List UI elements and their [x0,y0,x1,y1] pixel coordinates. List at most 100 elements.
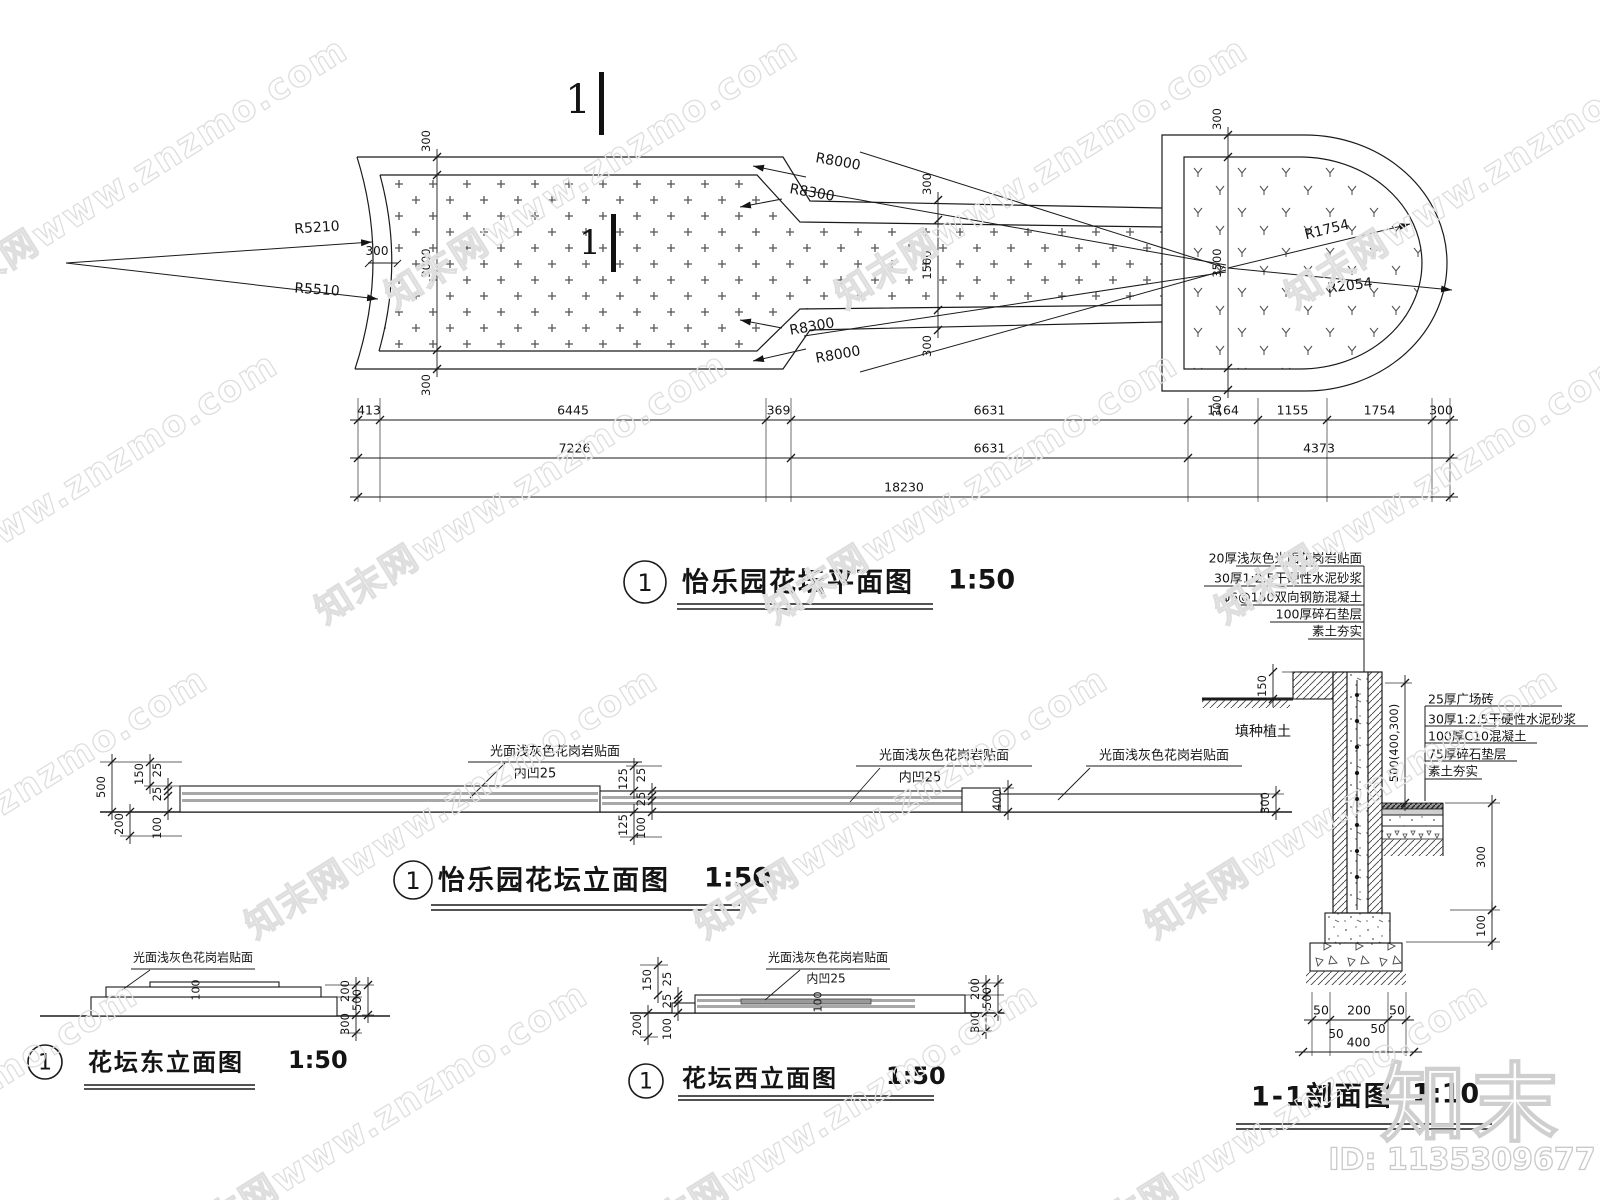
plan-note-rules [1204,565,1365,674]
dimension-lines [107,127,1497,1057]
dim-label: 300 [1258,792,1272,814]
dim-label: 200 [112,813,126,835]
dim-label: 400 [990,789,1004,811]
dim-label: 6631 [973,402,1006,418]
elev-finish-label-2: 光面浅灰色花岗岩贴面 [878,748,1010,764]
dim-label: 200 [630,1014,644,1036]
long-elevation [100,761,1292,838]
dim-label: 25 [634,767,648,783]
elev-recess-label-1: 内凹25 [513,766,557,782]
radius-label-r5510: R5510 [293,280,341,300]
dim-label: 50 [1389,1002,1405,1018]
dim-label: 3000 [419,247,433,278]
section-cut-line-top [599,72,604,135]
dim-label: 300 [419,130,433,152]
dim-label: 300 [1210,108,1224,130]
section-scale: 1:10 [1412,1078,1480,1110]
section-view [1202,671,1588,1056]
note-gravel-bed: 100厚碎石垫层 [1275,606,1362,622]
plan-callout-number: 1 [637,569,653,597]
west-scale: 1:50 [886,1062,946,1090]
dim-label: 300 [920,335,934,357]
section-soil-label: 填种植土 [1235,724,1291,740]
dim-label: 7226 [558,440,591,456]
dim-label-gap300: 300 [365,244,389,258]
dim-label: 25 [660,993,674,1009]
west-dim-100: 100 [811,991,825,1013]
radius-label-r8000-top: R8000 [814,150,862,174]
elev-scale: 1:50 [704,862,772,894]
radius-leaders [65,151,1453,373]
dim-label: 300 [1474,845,1488,868]
extension-lines [357,398,1451,502]
plan-scale: 1:50 [948,564,1016,596]
dim-label: 1164 [1207,402,1239,418]
dim-label: 1500 [920,250,934,280]
section-cut-line-mid [611,214,616,272]
dim-label: 150 [640,969,654,991]
radius-label-r8300-top: R8300 [788,181,836,205]
section-note-c10-concrete: 100厚C10混凝土 [1428,728,1527,744]
dim-label: 4373 [1303,440,1335,456]
dim-label: 500(400,300) [1387,703,1401,783]
section-footing-dim-50b: 50 [1370,1022,1386,1036]
dim-label: 1754 [1363,402,1396,418]
east-elevation [40,968,390,1034]
note-granite-facing: 20厚浅灰色光面花岗岩贴面 [1208,550,1362,566]
east-scale: 1:50 [288,1046,348,1074]
dim-label: 200 [1347,1002,1371,1018]
note-mortar: 30厚1:2.5干硬性水泥砂浆 [1214,570,1362,586]
dim-label: 3500 [1210,247,1224,278]
east-title: 花坛东立面图 [88,1048,244,1077]
west-title: 花坛西立面图 [682,1064,838,1093]
west-callout-number: 1 [639,1069,653,1095]
east-finish-label: 光面浅灰色花岗岩贴面 [132,950,254,965]
dim-label: 150 [132,763,146,785]
title-marks [27,560,1492,1130]
east-dim-100: 100 [189,979,203,1001]
dim-label: 300 [338,1013,352,1035]
section-note-mortar: 30厚1:2.5干硬性水泥砂浆 [1428,711,1576,727]
section-mark-number-mid: 1 [579,223,601,263]
section-note-compacted-soil: 素土夯实 [1428,763,1479,779]
radius-label-r1754: R1754 [1303,216,1351,244]
dim-label: 100 [634,817,648,839]
dim-label: 300 [920,173,934,195]
dim-label: 400 [1346,1034,1371,1050]
dim-label: 50 [1313,1002,1329,1018]
dim-label: 6445 [557,402,589,418]
note-compacted-soil: 素土夯实 [1311,623,1362,639]
section-note-gravel-bed: 75厚碎石垫层 [1428,746,1507,762]
west-recess-label: 内凹25 [806,971,846,986]
dim-label: 100 [150,817,164,839]
dim-label: 300 [968,1011,982,1033]
radius-label-r5210: R5210 [293,218,341,238]
elev-finish-label-3: 光面浅灰色花岗岩贴面 [1098,748,1230,764]
west-elevation [630,964,1005,1038]
elev-recess-label-2: 内凹25 [898,770,942,786]
dim-label: 500 [94,776,108,798]
dim-label: 500 [350,989,364,1011]
section-title: 1-1剖面图 [1251,1081,1393,1113]
dim-label: 369 [766,402,791,418]
dim-label: 413 [357,402,381,418]
elev-finish-label-1: 光面浅灰色花岗岩贴面 [489,744,621,760]
elev-title: 怡乐园花坛立面图 [438,865,670,897]
section-note-plaza-brick: 25厚广场砖 [1428,691,1494,707]
dim-label: 125 [616,813,630,836]
dim-label: 300 [419,374,433,396]
dim-label: 100 [1474,915,1488,937]
west-finish-label: 光面浅灰色花岗岩贴面 [767,950,889,965]
dim-label: 25 [660,971,674,987]
dim-label: 100 [660,1018,674,1040]
dim-label: 1155 [1276,402,1309,418]
radius-label-r8300-bot: R8300 [788,315,836,339]
section-footing-dim-50a: 50 [1328,1027,1344,1041]
dim-label: 125 [616,767,630,790]
radius-label-r8000-bot: R8000 [814,343,862,367]
east-callout-number: 1 [38,1050,52,1076]
dim-label: 25 [634,791,648,806]
dim-label: 150 [1255,674,1269,697]
dim-label: 500 [980,987,994,1009]
